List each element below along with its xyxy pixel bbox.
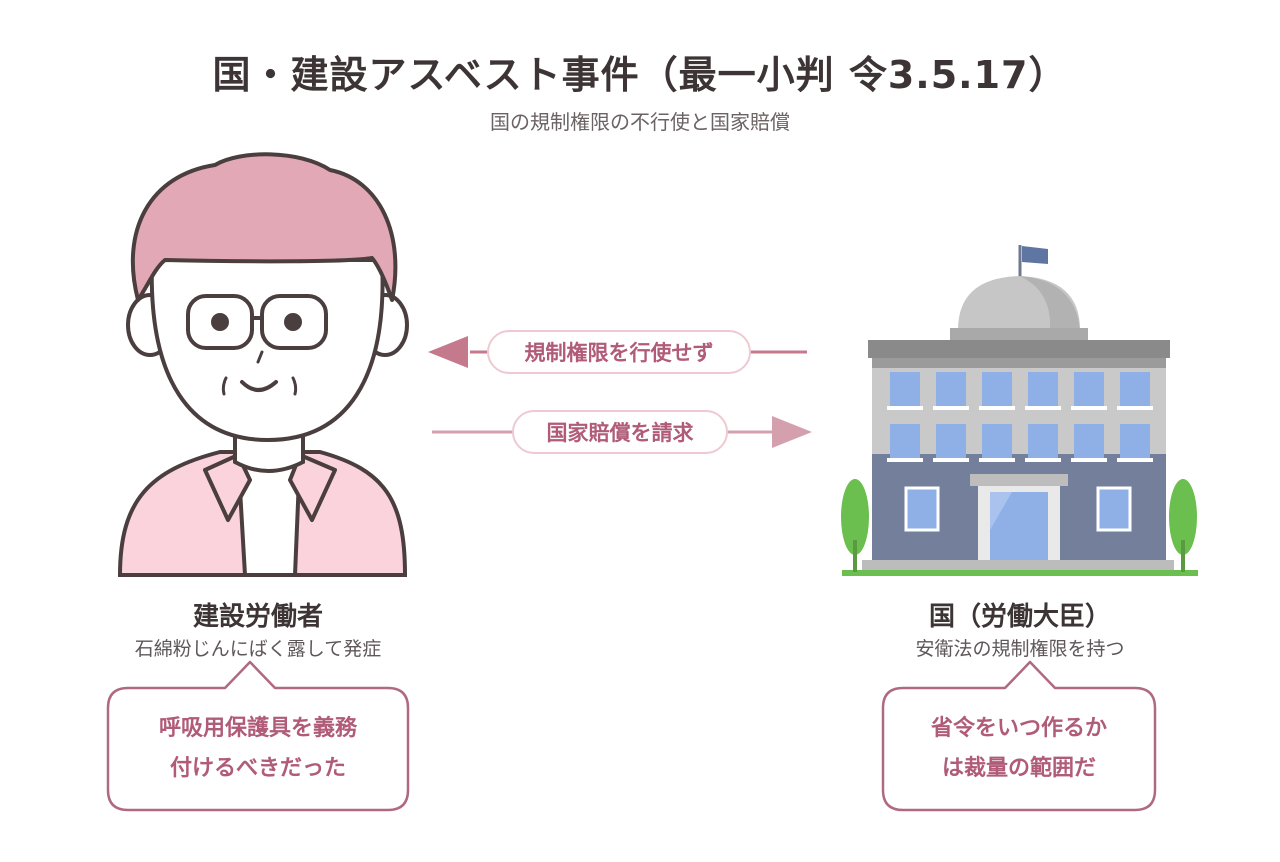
right-bubble-text: 省令をいつ作るか は裁量の範囲だ	[883, 709, 1155, 789]
window	[1074, 424, 1104, 460]
right-bubble-line-2: は裁量の範囲だ	[941, 756, 1096, 781]
left-bubble-line-2: 付けるべきだった	[169, 756, 346, 781]
window	[982, 372, 1012, 408]
building-windows	[887, 372, 1153, 532]
worker-glasses-left	[186, 294, 254, 350]
window-sill	[887, 458, 923, 462]
arrow-label-top: 規制権限を行使せず	[487, 330, 751, 374]
worker-mouth	[240, 380, 278, 392]
window	[936, 372, 966, 408]
worker-eye-right	[284, 313, 302, 331]
window-sill	[979, 458, 1015, 462]
worker-glasses-right	[260, 294, 328, 350]
roof	[868, 340, 1170, 358]
ground	[842, 570, 1198, 576]
page-title: 国・建設アスベスト事件（最一小判 令3.5.17）	[212, 53, 1068, 97]
window	[1074, 372, 1104, 408]
building-entrance	[970, 474, 1068, 560]
window-sill	[1025, 406, 1061, 410]
right-speech-bubble	[881, 660, 1157, 812]
building-upper	[872, 368, 1166, 454]
window	[1096, 486, 1132, 532]
worker-collar-right	[288, 453, 337, 522]
window-sill	[933, 458, 969, 462]
worker-collar-left	[203, 453, 252, 522]
window	[982, 424, 1012, 460]
window-sill	[933, 406, 969, 410]
worker-illustration	[117, 152, 409, 577]
tree-left	[841, 479, 869, 572]
window	[904, 486, 940, 532]
left-bubble-text: 呼吸用保護具を義務 付けるべきだった	[108, 709, 408, 789]
window	[1028, 372, 1058, 408]
window-sill	[1117, 406, 1153, 410]
window	[1120, 372, 1150, 408]
page-subtitle: 国の規制権限の不行使と国家賠償	[490, 110, 790, 134]
window-sill	[887, 406, 923, 410]
left-speech-bubble	[106, 660, 410, 812]
worker-description: 石綿粉じんにばく露して発症	[134, 638, 382, 660]
tree-right	[1169, 479, 1197, 572]
window-sill	[1071, 406, 1107, 410]
window-sill	[1025, 458, 1061, 462]
window-sill	[1071, 458, 1107, 462]
worker-hair	[130, 152, 398, 302]
arrow-label-bottom: 国家賠償を請求	[512, 410, 728, 454]
right-bubble-line-1: 省令をいつ作るか	[930, 716, 1107, 741]
window	[936, 424, 966, 460]
window	[890, 372, 920, 408]
window	[1028, 424, 1058, 460]
window-sill	[1117, 458, 1153, 462]
window	[890, 424, 920, 460]
window	[1120, 424, 1150, 460]
state-name: 国（労働大臣）	[928, 602, 1111, 632]
left-bubble-line-1: 呼吸用保護具を義務	[158, 716, 357, 741]
worker-name: 建設労働者	[192, 602, 323, 632]
government-building	[842, 245, 1198, 576]
worker-face	[149, 258, 385, 443]
state-description: 安衛法の規制権限を持つ	[915, 638, 1125, 660]
flag	[1022, 246, 1048, 264]
worker-eye-left	[211, 313, 229, 331]
window-sill	[979, 406, 1015, 410]
